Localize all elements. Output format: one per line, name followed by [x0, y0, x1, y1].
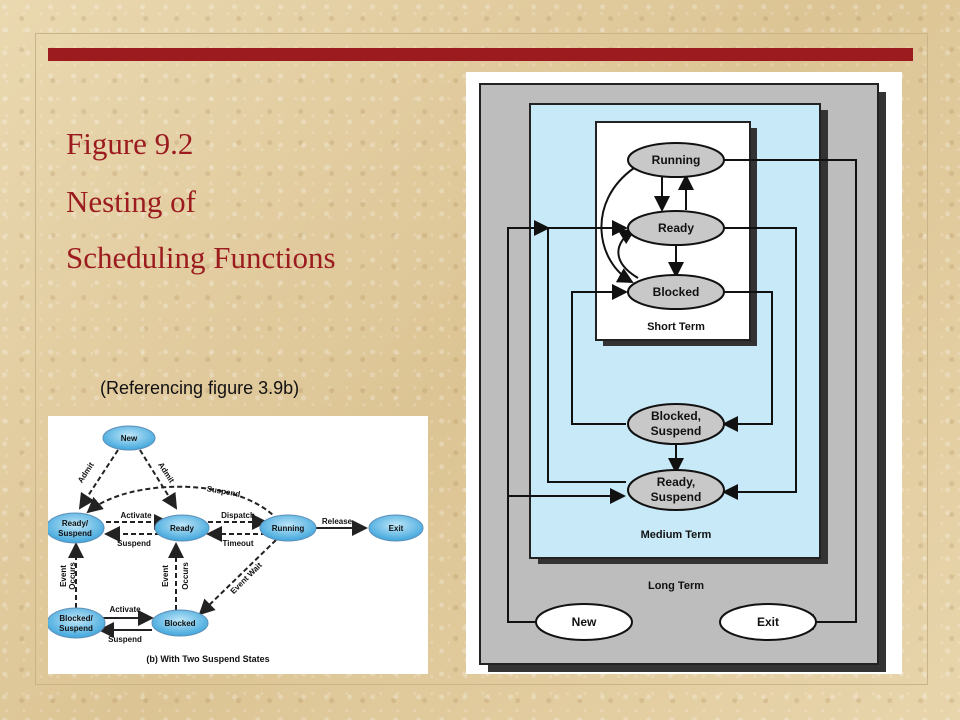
small-edge-dispatch: Dispatch — [221, 511, 255, 520]
edge-blocked-to-blocked-suspend — [718, 291, 773, 432]
title-line-2: Nesting of — [66, 184, 197, 219]
small-diagram-panel: New Ready/ Suspend Ready Running Exit Bl… — [45, 416, 428, 674]
label-running: Running — [652, 153, 701, 167]
small-diagram-caption: (b) With Two Suspend States — [146, 654, 269, 664]
small-label-blocked-suspend-2: Suspend — [59, 624, 93, 633]
state-ready — [627, 210, 725, 246]
state-blocked-suspend — [627, 403, 725, 445]
state-ready-suspend — [627, 469, 725, 511]
slide-frame — [35, 33, 928, 685]
title-line-1: Figure 9.2 — [66, 126, 194, 161]
edge-blocked-ready — [617, 228, 639, 279]
small-state-blocked — [151, 609, 209, 637]
label-new: New — [572, 615, 597, 629]
small-label-running: Running — [272, 524, 305, 533]
small-edge-suspend-top: Suspend — [206, 484, 241, 499]
state-running — [627, 142, 725, 178]
small-label-exit: Exit — [389, 524, 404, 533]
small-label-ready-suspend-2: Suspend — [58, 529, 92, 538]
edge-ready-to-ready-suspend — [722, 227, 797, 500]
arrow-event-wait — [198, 539, 277, 616]
title-line-3: Scheduling Functions — [66, 240, 336, 275]
small-state-exit — [368, 514, 424, 542]
label-long-term: Long Term — [648, 580, 704, 592]
small-edge-event-wait: Event Wait — [229, 560, 264, 595]
small-state-new — [102, 425, 156, 451]
label-medium-term: Medium Term — [641, 529, 712, 541]
small-edge-timeout: Timeout — [223, 539, 254, 548]
small-edge-activate-bottom: Activate — [109, 605, 141, 614]
small-edge-event-occurs-left-1: Event — [59, 565, 68, 587]
edge-running-exit — [722, 159, 857, 630]
small-edge-activate-top: Activate — [120, 511, 152, 520]
small-label-blocked-suspend-1: Blocked/ — [59, 614, 93, 623]
label-short-term: Short Term — [647, 321, 705, 333]
title-accent-bar — [48, 48, 913, 61]
state-new — [535, 603, 633, 641]
label-ready: Ready — [658, 221, 694, 235]
label-ready-suspend-1: Ready, — [657, 475, 695, 489]
edge-running-blocked — [600, 167, 635, 283]
label-blocked-suspend-2: Suspend — [651, 424, 702, 438]
small-state-running — [259, 514, 317, 542]
nesting-diagram: Running Ready Blocked Blocked, Suspend R… — [479, 83, 886, 672]
small-label-ready: Ready — [170, 524, 195, 533]
arrow-admit-left — [78, 449, 119, 510]
small-label-ready-suspend-1: Ready/ — [62, 519, 89, 528]
small-state-blocked-suspend — [46, 607, 106, 639]
small-edge-release: Release — [322, 517, 353, 526]
label-blocked-suspend-1: Blocked, — [651, 409, 701, 423]
small-state-ready — [154, 514, 210, 542]
small-edge-event-occurs-right-1: Event — [161, 565, 170, 587]
label-blocked: Blocked — [653, 285, 700, 299]
reference-caption: (Referencing figure 3.9b) — [100, 378, 300, 398]
state-exit — [719, 603, 817, 641]
label-ready-suspend-2: Suspend — [651, 490, 702, 504]
small-edge-suspend-mid: Suspend — [117, 539, 151, 548]
small-label-blocked: Blocked — [164, 619, 195, 628]
small-edge-admit-left: Admit — [76, 460, 96, 484]
label-exit: Exit — [757, 615, 779, 629]
edge-ready-suspend-to-ready — [547, 228, 626, 483]
small-label-new: New — [121, 434, 138, 443]
small-edge-event-occurs-right-2: Occurs — [181, 562, 190, 590]
small-edge-suspend-bottom: Suspend — [108, 635, 142, 644]
small-state-ready-suspend — [45, 512, 105, 544]
arrow-admit-right — [139, 449, 178, 510]
main-diagram-panel: Running Ready Blocked Blocked, Suspend R… — [466, 72, 902, 674]
edge-blocked-suspend-to-blocked — [571, 284, 628, 425]
small-state-diagram: New Ready/ Suspend Ready Running Exit Bl… — [45, 425, 424, 664]
state-blocked — [627, 274, 725, 310]
small-edge-event-occurs-left-2: Occurs — [68, 562, 77, 590]
